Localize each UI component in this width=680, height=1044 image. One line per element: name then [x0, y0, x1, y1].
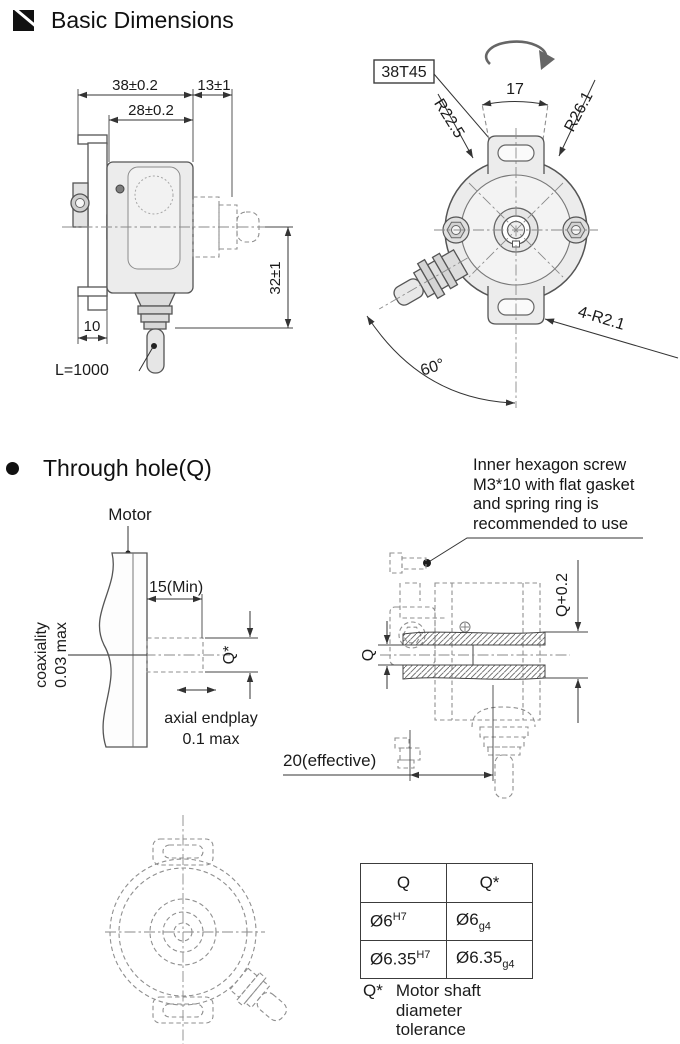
section-title: Through hole(Q) — [43, 455, 212, 481]
shaft-dia-label: Q* — [221, 646, 238, 665]
square-bullet-icon — [13, 10, 34, 31]
screw-note-line: M3*10 with flat gasket — [473, 475, 635, 494]
radius-outer-label: R26.1 — [561, 89, 596, 135]
rear-view-drawing — [105, 815, 288, 1044]
section-title: Basic Dimensions — [51, 7, 234, 33]
dim-width-outer: 38±0.2 — [112, 77, 158, 94]
screw-note-line: Inner hexagon screw — [473, 456, 627, 474]
boxed-label: 38T45 — [381, 64, 426, 81]
hexagon-screw-dashed — [389, 552, 445, 619]
dim-effective: 20(effective) — [283, 751, 376, 770]
dim-width-body: 28±0.2 — [128, 102, 174, 119]
encoder-body-dashed — [389, 582, 541, 769]
set-screw-icon — [459, 621, 471, 633]
bottom-tab-dashed — [152, 996, 214, 1024]
label-circle — [134, 175, 174, 215]
dim-bracket-offset: 10 — [84, 318, 101, 335]
top-tab-dashed — [152, 838, 214, 866]
cross-section-drawing: Q Q+0.2 20(effective) — [283, 537, 643, 799]
circle-bullet-icon — [6, 462, 19, 475]
dim-shaft-length: 13±1 — [197, 77, 230, 94]
motor-flange — [98, 552, 148, 748]
screw-note-line: recommended to use — [473, 514, 629, 533]
dim-height: 32±1 — [267, 261, 284, 294]
screw-note-line: and spring ring is — [473, 495, 599, 513]
table-note: Q* Motor shaft diameter tolerance — [363, 981, 481, 1040]
bottom-screw-dashed — [394, 737, 421, 769]
motor-mounting-drawing: Motor 15(Min) Q* coaxiality 0.03 max axi… — [33, 505, 258, 748]
corner-radius-label: 4-R2.1 — [576, 304, 627, 334]
front-view-drawing: 38T45 17 R22.5 R26.1 — [366, 40, 679, 408]
endplay-label: axial endplay — [164, 710, 257, 727]
cell-qstar-6: Ø6g4 — [446, 902, 533, 941]
rotation-arrow-icon — [484, 40, 555, 70]
hole-fit-label: Q+0.2 — [554, 573, 571, 617]
table-header-qstar: Q* — [446, 863, 533, 903]
table-row: Ø6H7 Ø6g4 — [360, 902, 533, 941]
dim-tab-width: 17 — [506, 81, 524, 98]
table-header-q: Q — [360, 863, 447, 903]
section-through-hole-header: Through hole(Q) — [6, 455, 212, 482]
note-line: diameter — [395, 1000, 462, 1020]
encoder-body — [106, 161, 194, 294]
rear-cable-dashed — [229, 967, 288, 1022]
cell-qstar-635: Ø6.35g4 — [446, 940, 533, 979]
section-basic-dimensions-header: Basic Dimensions — [13, 7, 234, 34]
hole-dia-label: Q — [360, 649, 377, 661]
screw-note: Inner hexagon screw M3*10 with flat gask… — [473, 456, 663, 534]
boxed-label-frame — [373, 59, 435, 84]
cell-q-6: Ø6H7 — [360, 902, 447, 941]
note-symbol: Q* — [363, 981, 383, 1000]
coaxiality-value: 0.03 max — [53, 622, 70, 688]
screw-leader — [426, 537, 643, 564]
dim-min-depth: 15(Min) — [149, 579, 203, 596]
coaxiality-label: coaxiality — [33, 622, 50, 688]
radius-inner-label: R22.5 — [430, 96, 467, 141]
screw-icon — [115, 184, 125, 194]
cable-gland-dashed — [471, 706, 536, 799]
motor-label: Motor — [108, 505, 152, 524]
cable-gland — [133, 292, 177, 374]
cell-q-635: Ø6.35H7 — [360, 940, 447, 979]
side-view-drawing: 38±0.2 13±1 28±0.2 — [55, 77, 293, 379]
note-line: tolerance — [395, 1020, 466, 1039]
through-hole-section — [380, 631, 570, 680]
cable-angle-label: 60° — [418, 356, 446, 380]
note-line: Motor shaft — [395, 981, 481, 1000]
front-cable-gland — [378, 248, 469, 310]
cable — [146, 328, 165, 374]
endplay-value: 0.1 max — [183, 731, 240, 748]
cable-length-label: L=1000 — [55, 362, 109, 379]
table-row: Ø6.35H7 Ø6.35g4 — [360, 940, 533, 979]
tolerance-table: Q Q* Ø6H7 Ø6g4 Ø6.35H7 Ø6.35g4 — [360, 863, 533, 979]
